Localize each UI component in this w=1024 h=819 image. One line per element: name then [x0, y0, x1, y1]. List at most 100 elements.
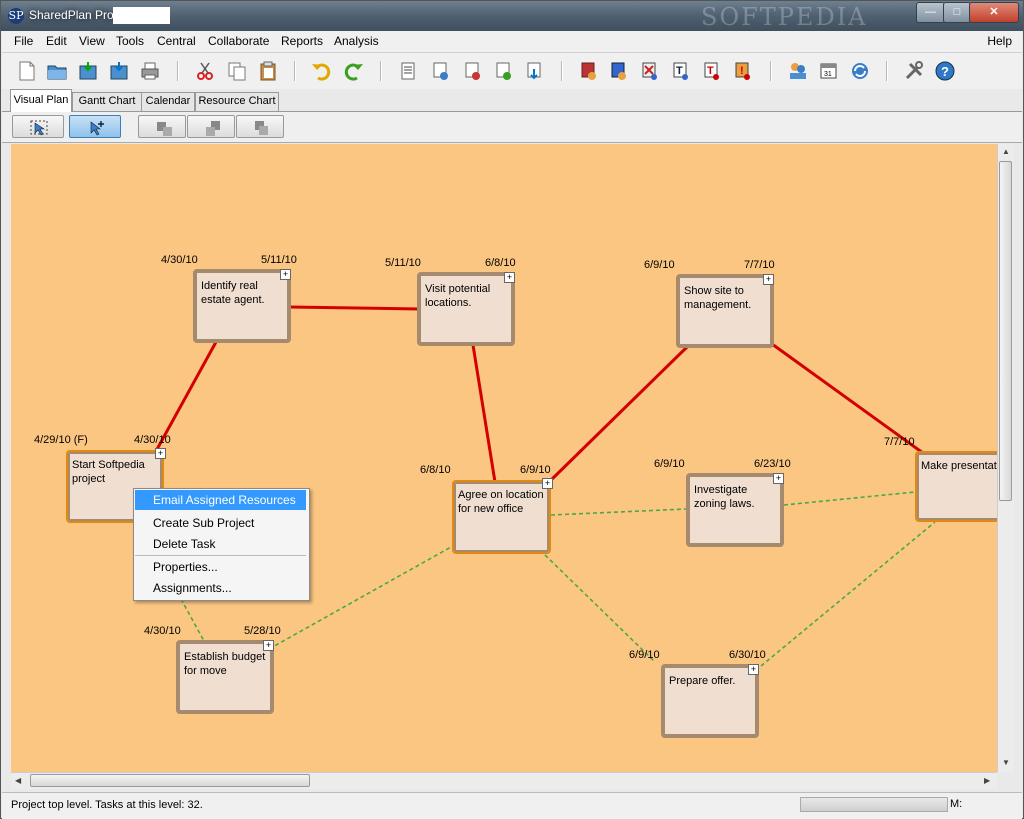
close-button[interactable]: ✕ [969, 2, 1019, 23]
task-node[interactable]: Show site to management. + [676, 274, 774, 348]
task-export-icon[interactable] [523, 60, 545, 82]
task-end-date: 5/11/10 [261, 254, 297, 266]
tab-gantt-chart[interactable]: Gantt Chart [72, 92, 142, 111]
title-bar: SP SharedPlan Pro: SOFTPEDIA — □ ✕ [1, 1, 1023, 31]
task-node-highlighted[interactable]: Make presentation to Founders. [915, 451, 997, 522]
menu-view[interactable]: View [79, 34, 105, 48]
task-node[interactable]: Visit potential locations. + [417, 272, 515, 346]
normal-link [760, 521, 936, 667]
arrange-button-3[interactable] [236, 115, 284, 138]
redo-icon[interactable] [343, 60, 365, 82]
task-folder-icon[interactable] [429, 60, 451, 82]
status-bar: Project top level. Tasks at this level: … [2, 792, 1022, 819]
task-start-date: 6/9/10 [644, 259, 675, 271]
alert-icon[interactable]: ! [732, 60, 754, 82]
arrange-button-2[interactable] [187, 115, 235, 138]
tab-calendar[interactable]: Calendar [141, 92, 195, 111]
menu-tools[interactable]: Tools [116, 34, 145, 48]
menu-item-properties[interactable]: Properties... [153, 560, 218, 574]
task-node[interactable]: Identify real estate agent. + [193, 269, 291, 343]
expand-plus-icon[interactable]: + [773, 473, 784, 484]
task-name: Establish budget for move [184, 651, 266, 677]
menu-collaborate[interactable]: Collaborate [208, 34, 270, 48]
menu-item-delete-task[interactable]: Delete Task [153, 537, 216, 551]
add-task-mode-button[interactable] [69, 115, 121, 138]
maximize-button[interactable]: □ [943, 2, 971, 23]
horizontal-scrollbar[interactable]: ◀ ▶ [11, 772, 997, 789]
task-node[interactable]: Investigate zoning laws. + [686, 473, 784, 547]
text-blue-icon[interactable]: T [670, 60, 692, 82]
task-node[interactable]: Establish budget for move + [176, 640, 274, 714]
expand-plus-icon[interactable]: + [763, 274, 774, 285]
task-name: Show site to management. [684, 285, 752, 311]
menu-bar: File Edit View Tools Central Collaborate… [2, 31, 1022, 52]
scroll-down-arrow-icon[interactable]: ▼ [1002, 758, 1010, 767]
task-number-icon[interactable] [461, 60, 483, 82]
toolbar-separator [561, 61, 563, 81]
task-node[interactable]: Prepare offer. + [661, 664, 759, 738]
menu-reports[interactable]: Reports [281, 34, 324, 48]
main-toolbar: T T ! 31 ? [2, 52, 1022, 90]
minimize-button[interactable]: — [916, 2, 945, 23]
expand-plus-icon[interactable]: + [748, 664, 759, 675]
scroll-left-arrow-icon[interactable]: ◀ [15, 776, 22, 785]
team-icon[interactable] [608, 60, 630, 82]
expand-plus-icon[interactable]: + [280, 269, 291, 280]
expand-plus-icon[interactable]: + [263, 640, 274, 651]
select-arrow-icon [30, 120, 48, 136]
print-icon[interactable] [139, 60, 161, 82]
visual-plan-canvas[interactable]: 4/30/10 5/11/10 Identify real estate age… [11, 144, 997, 772]
text-red-icon[interactable]: T [701, 60, 723, 82]
scroll-right-arrow-icon[interactable]: ▶ [984, 776, 991, 785]
view-tabs: Visual Plan Gantt Chart Calendar Resourc… [2, 89, 1022, 112]
toolbar-separator [177, 61, 179, 81]
app-logo-icon: SP [8, 8, 24, 24]
menu-central[interactable]: Central [157, 34, 196, 48]
people-icon[interactable] [787, 60, 809, 82]
task-link-icon[interactable] [492, 60, 514, 82]
task-node-highlighted[interactable]: Agree on location for new office + [452, 478, 553, 554]
save-icon[interactable] [77, 60, 99, 82]
tab-resource-chart[interactable]: Resource Chart [195, 92, 279, 111]
horizontal-scroll-thumb[interactable] [30, 774, 310, 787]
menu-file[interactable]: File [14, 34, 34, 48]
new-file-icon[interactable] [16, 60, 38, 82]
arrange-button-1[interactable] [138, 115, 186, 138]
svg-text:?: ? [941, 64, 949, 79]
menu-analysis[interactable]: Analysis [334, 34, 379, 48]
vertical-scroll-thumb[interactable] [999, 161, 1012, 501]
open-folder-icon[interactable] [46, 60, 68, 82]
help-icon[interactable]: ? [934, 60, 956, 82]
copy-icon[interactable] [226, 60, 248, 82]
cut-icon[interactable] [194, 60, 216, 82]
task-list-icon[interactable] [397, 60, 419, 82]
menu-help[interactable]: Help [987, 34, 1012, 48]
menu-item-assignments[interactable]: Assignments... [153, 581, 232, 595]
critical-link [547, 345, 689, 484]
expand-plus-icon[interactable]: + [504, 272, 515, 283]
save-as-icon[interactable] [108, 60, 130, 82]
task-context-menu: Email Assigned Resources Create Sub Proj… [133, 488, 310, 601]
window-title: SharedPlan Pro: [29, 8, 118, 22]
menu-item-create-sub-project[interactable]: Create Sub Project [153, 516, 255, 530]
undo-icon[interactable] [310, 60, 332, 82]
expand-plus-icon[interactable]: + [542, 478, 553, 489]
paste-icon[interactable] [257, 60, 279, 82]
vertical-scrollbar[interactable]: ▲ ▼ [997, 144, 1014, 772]
expand-plus-icon[interactable]: + [155, 448, 166, 459]
calendar-icon[interactable]: 31 [818, 60, 840, 82]
resource-icon[interactable] [578, 60, 600, 82]
menu-edit[interactable]: Edit [46, 34, 67, 48]
scroll-up-arrow-icon[interactable]: ▲ [1002, 147, 1010, 156]
arrange-boxes-icon [206, 121, 220, 136]
tab-visual-plan[interactable]: Visual Plan [10, 89, 72, 112]
settings-tools-icon[interactable] [903, 60, 925, 82]
menu-item-email-assigned-resources[interactable]: Email Assigned Resources [135, 490, 306, 510]
task-name: Agree on location for new office [458, 489, 544, 515]
memory-progress-bar [800, 797, 948, 812]
critical-link [289, 305, 420, 311]
task-name: Start Softpedia project [72, 459, 145, 485]
sync-icon[interactable] [849, 60, 871, 82]
assign-icon[interactable] [639, 60, 661, 82]
select-mode-button[interactable] [12, 115, 64, 138]
